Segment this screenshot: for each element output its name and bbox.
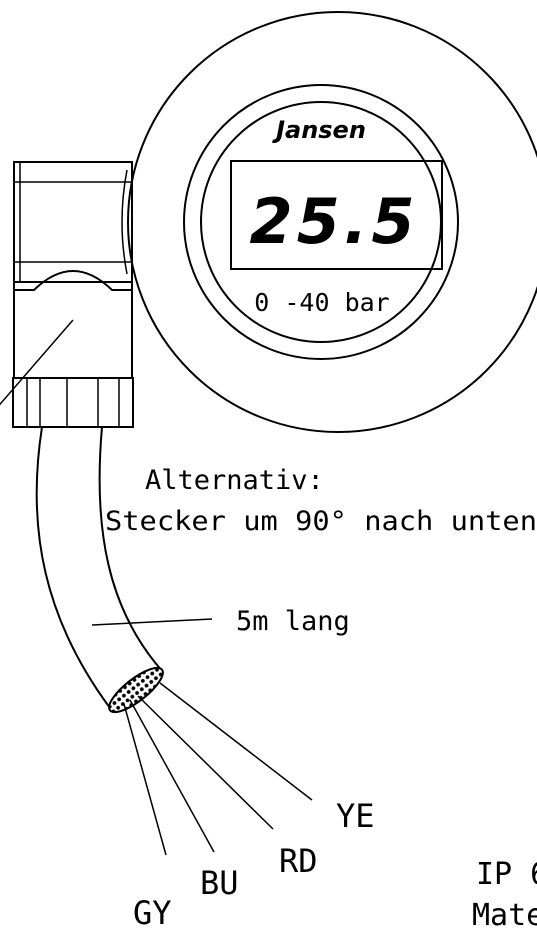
wire-ye [159, 682, 313, 801]
cable-cross-section [108, 666, 164, 714]
wire-label-bu: BU [200, 864, 239, 902]
cable-outline-left [35, 426, 111, 709]
alternative-note-line1: Alternativ: [145, 465, 324, 496]
wire-label-rd: RD [279, 842, 318, 880]
ip-rating-label: IP 6 [476, 857, 537, 892]
bezel-ring-outer [183, 84, 459, 360]
cable-gland-nut [12, 377, 134, 428]
display-value: 25.5 [250, 185, 419, 258]
connector-body [13, 281, 133, 379]
cable [35, 426, 213, 714]
cable-outline-right [98, 426, 164, 673]
outer-housing-circle [127, 11, 537, 433]
range-label: 0 -40 bar [254, 288, 389, 317]
wire-label-ye: YE [336, 797, 375, 835]
material-label: Mate [472, 898, 537, 929]
wire-rd [137, 695, 274, 830]
annotations: Alternativ: Stecker um 90° nach unten 5m… [105, 465, 537, 929]
alternative-note-line2: Stecker um 90° nach unten [105, 506, 537, 537]
cable-length-leader [91, 618, 213, 626]
cable-length-label: 5m lang [236, 606, 350, 637]
wire-gy [123, 703, 167, 856]
display-window [230, 160, 443, 270]
wire-labels: GY BU RD YE [133, 797, 375, 929]
cable-connector [0, 161, 134, 428]
wire-bu [129, 699, 215, 853]
brand-logo: Jansen [272, 116, 366, 144]
gauge-housing [127, 11, 537, 433]
connector-collar [13, 161, 133, 283]
dial-face: Jansen 25.5 0 -40 bar [230, 116, 443, 317]
wire-leads [123, 682, 313, 856]
wire-label-gy: GY [133, 894, 172, 929]
